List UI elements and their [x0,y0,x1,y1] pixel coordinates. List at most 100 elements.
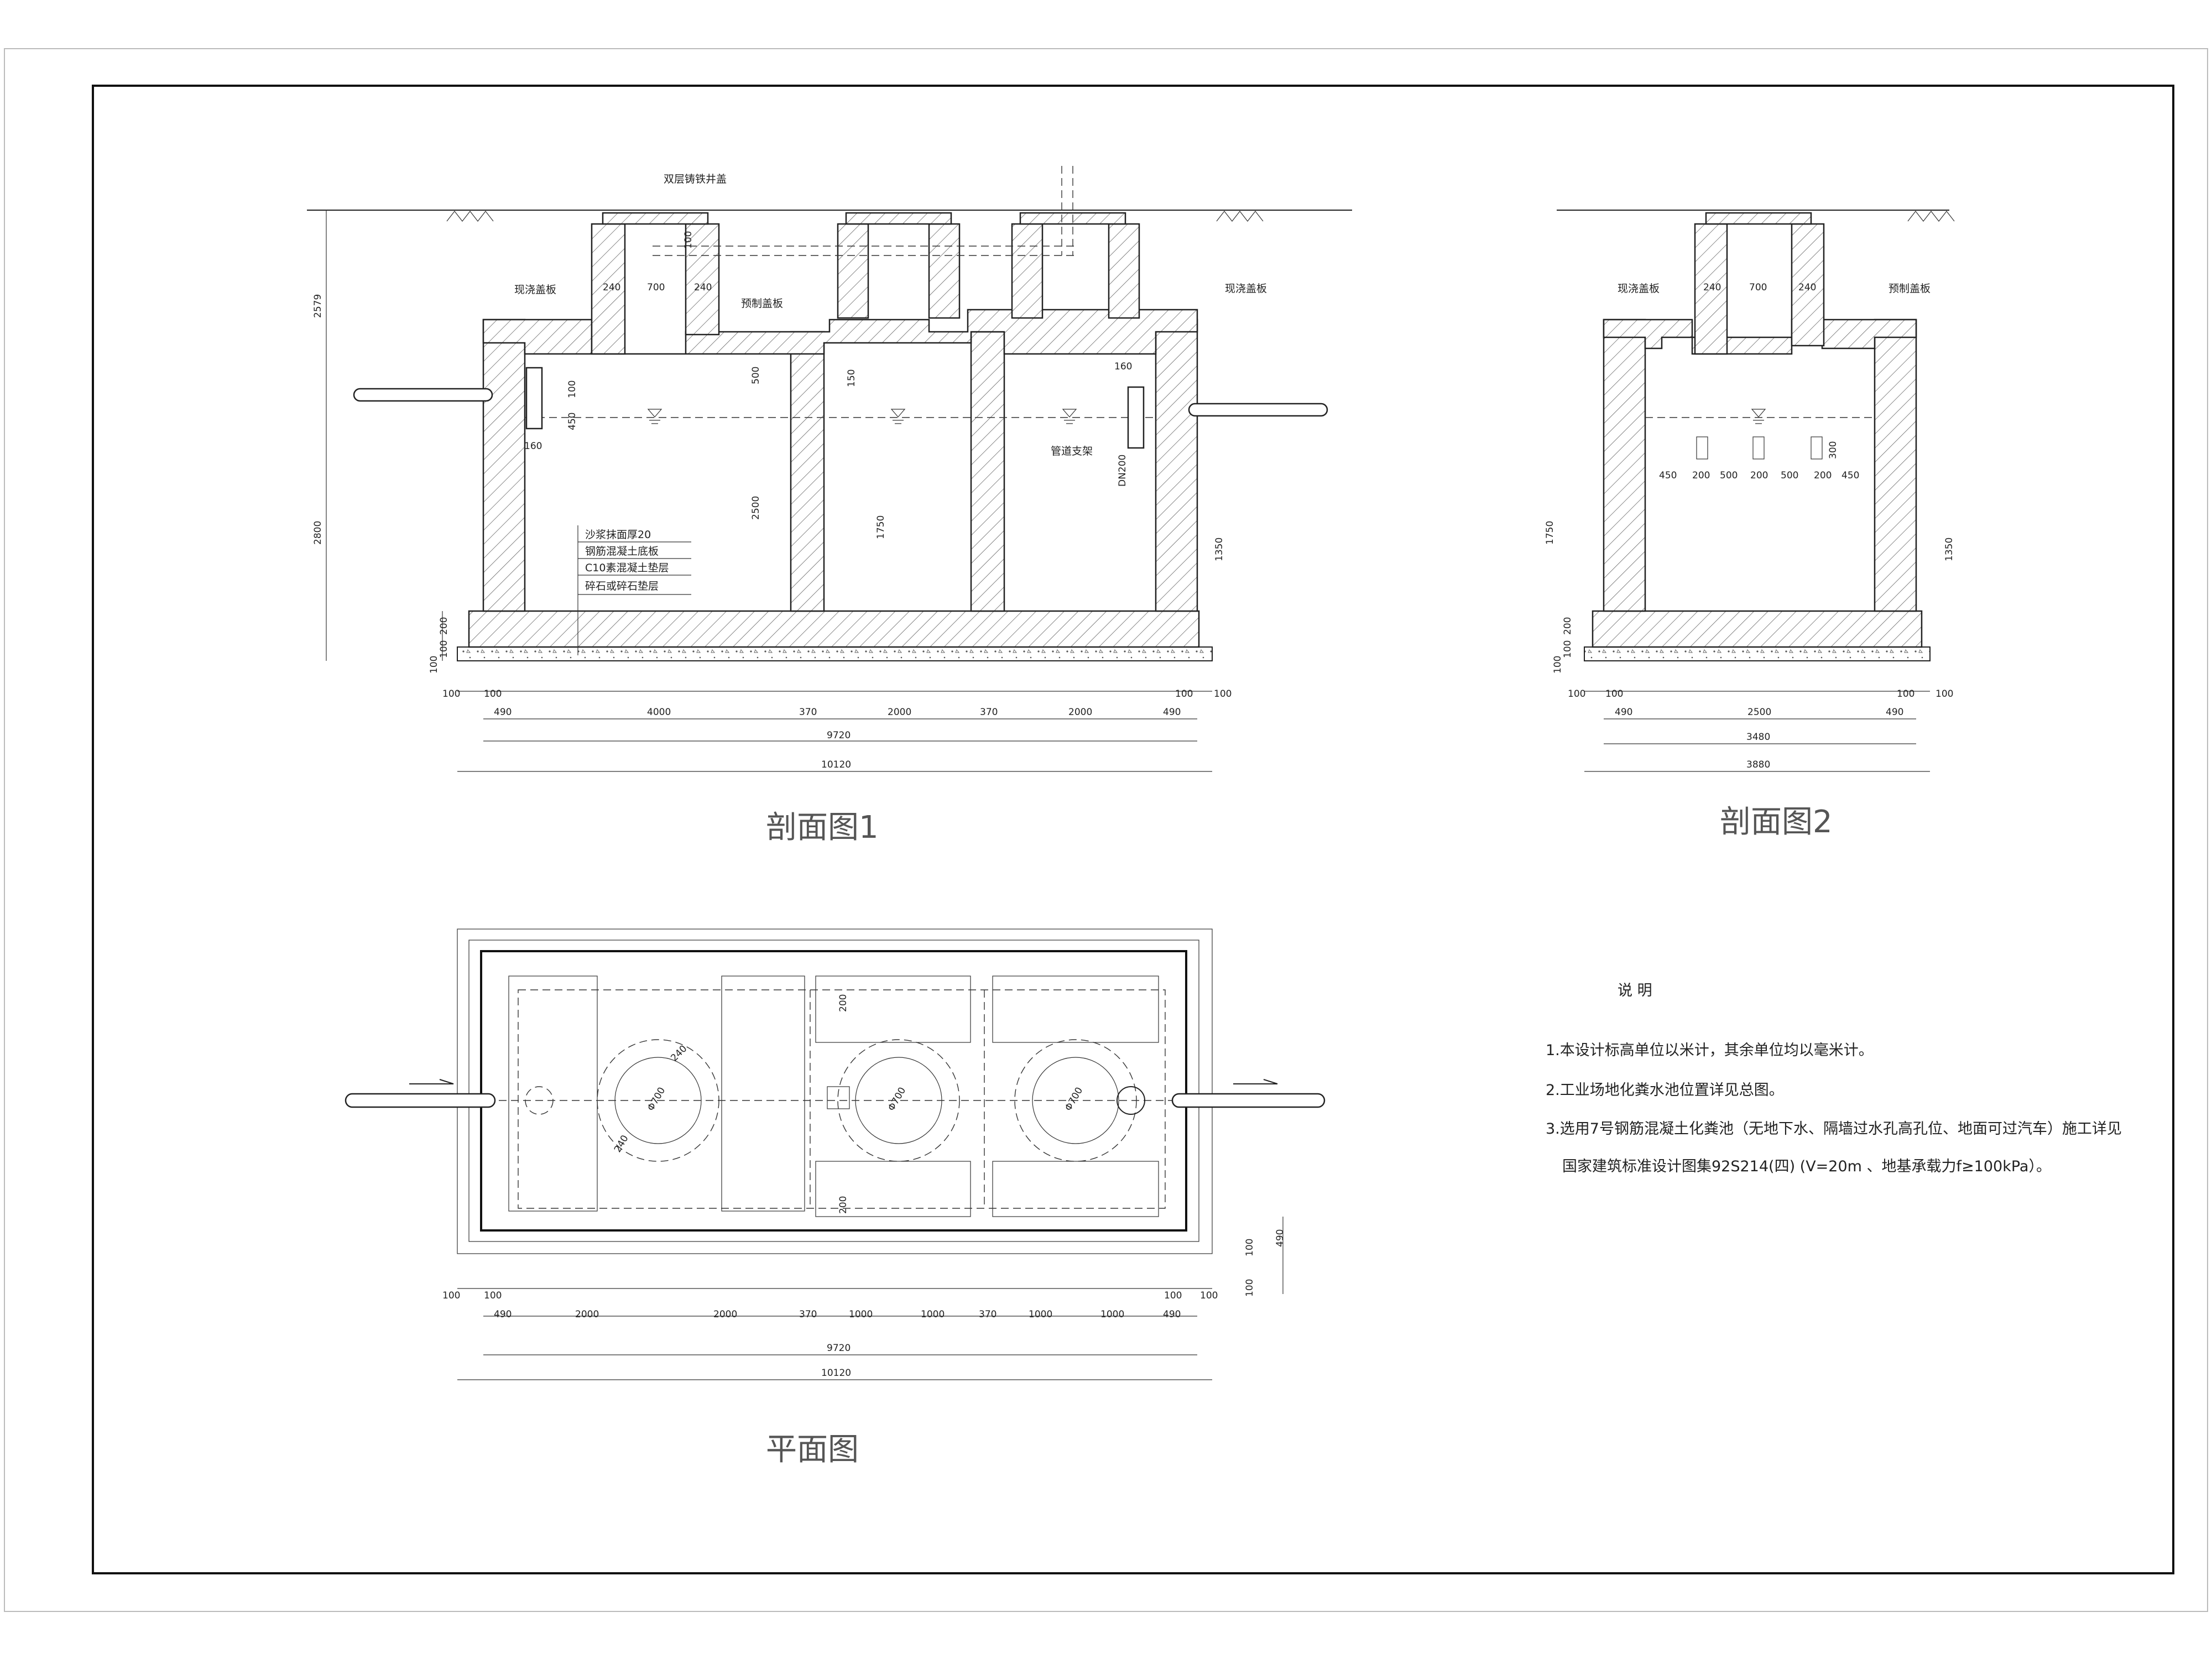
vdim-2579: 2579 [312,294,324,318]
plan-side-100b: 100 [1244,1279,1255,1297]
plan-bdim-r2-9: 1000 [1100,1309,1124,1320]
outlet-pipe [1188,403,1328,417]
vdim-160a: 160 [524,441,542,452]
bdim-r2-5: 370 [980,707,998,718]
vdim-1350: 1350 [1214,538,1225,561]
plan-bdim-r2-5: 1000 [849,1309,873,1320]
legend-row-2: 钢筋混凝土底板 [585,545,659,557]
partition-2 [970,331,1005,612]
vdim-1750: 1750 [875,515,886,539]
inlet-tee [525,367,543,430]
s2-vdim-300: 300 [1828,441,1839,459]
vent-pipe [653,166,1078,256]
hole-1 [1696,436,1708,460]
plan-bdim-r1-b: 100 [484,1290,502,1301]
label-pipe-support: 管道支架 [1051,445,1093,457]
section-1: 双层铸铁井盖 现浇盖板 预制盖板 现浇盖板 管道支架 DN200 沙浆抹面厚20… [307,166,1352,846]
plan-opening-1 [508,975,598,1212]
label-slab-cast-left: 现浇盖板 [514,284,556,296]
plan-side-100a: 100 [1244,1239,1255,1256]
notes: 说 明 1.本设计标高单位以米计，其余单位均以毫米计。 2.工业场地化粪水池位置… [1546,982,2122,1175]
plan-inner-outline [518,989,1166,1209]
s2-bdim-r1-a: 100 [1568,688,1585,700]
water-symbol-2 [890,409,906,424]
earth-symbol-2 [1907,211,1955,222]
plan-bdim-r2-8: 1000 [1029,1309,1052,1320]
water-symbol-2a [1751,409,1766,424]
manhole-cover-2 [845,212,952,225]
s2-bdim-r2-1: 490 [1615,707,1632,718]
s2-hole-1: 450 [1659,470,1677,481]
s2-hole-4: 200 [1750,470,1768,481]
water-symbol-3 [1062,409,1077,424]
s2-hole-7: 450 [1841,470,1859,481]
label-slab-cast-right: 现浇盖板 [1225,283,1267,295]
vdim-200: 200 [439,617,450,635]
s2-bdim-r2-2: 2500 [1747,707,1771,718]
plan-bdim-r2-6: 1000 [921,1309,945,1320]
hole-2 [1752,436,1765,460]
vdim-500: 500 [750,367,761,384]
plan-bdim-r2-1: 490 [494,1309,512,1320]
note-2: 2.工业场地化粪水池位置详见总图。 [1546,1082,1784,1099]
plan-bdim-r1-a: 100 [442,1290,460,1301]
plan-outlet-tee [1117,1086,1145,1115]
vdim-150: 150 [846,369,857,387]
left-wall [482,319,526,612]
plan-bdim-r1-c: 100 [1164,1290,1182,1301]
outlet-tee [1127,386,1145,449]
section-1-title: 剖面图1 [766,810,879,846]
shaft-2-left [837,223,869,319]
label-slab-cast-2: 现浇盖板 [1618,283,1660,295]
s2-vdim-1350: 1350 [1944,538,1955,561]
s2-top-240a: 240 [1703,282,1721,293]
drawing-border [92,85,2174,1574]
plan-bdim-r2-3: 2000 [713,1309,737,1320]
label-slab-precast-2: 预制盖板 [1888,283,1931,295]
s2-bdim-r1-d: 100 [1936,688,1953,700]
label-slab-precast: 预制盖板 [741,298,783,310]
s2-top-240b: 240 [1798,282,1816,293]
plan-bdim-r2-4: 370 [799,1309,817,1320]
plan-opening-6 [992,1161,1159,1217]
plan-opening-5 [992,975,1159,1043]
manhole-cover-2a [1705,212,1812,225]
shaft-3-right [1108,223,1140,319]
water-symbol-1 [647,409,662,424]
plan-title: 平面图 [766,1432,859,1468]
bdim-r1-b: 100 [484,688,502,700]
plan-inner-200a: 200 [838,994,849,1012]
bdim-r2-2: 4000 [647,707,671,718]
manhole-outer-2 [837,1039,960,1162]
s2-hole-6: 200 [1814,470,1832,481]
label-cover: 双层铸铁井盖 [664,173,727,185]
manhole-inner-2 [855,1057,942,1144]
right-wall-2 [1874,319,1917,612]
legend-row-4: 碎石或碎石垫层 [585,580,659,592]
bdim-r1-c: 100 [1175,688,1193,700]
plan-wall-outline [480,950,1187,1232]
bdim-r2-4: 2000 [888,707,911,718]
bdim-r2-1: 490 [494,707,512,718]
manhole-inner-3 [1032,1057,1119,1144]
inlet-pipe [353,388,493,402]
top-dim-240a: 240 [603,282,620,293]
vdim-100a: 100 [439,640,450,658]
shaft-3-left [1011,223,1044,319]
bottom-slab-2 [1592,610,1923,648]
plan-side-490: 490 [1275,1229,1286,1247]
label-dn: DN200 [1117,455,1128,487]
s2-bdim-r1-b: 100 [1605,688,1623,700]
bdim-r1-a: 100 [442,688,460,700]
note-4: 国家建筑标准设计图集92S214(四) (V=20m 、地基承载力f≥100kP… [1562,1158,2051,1175]
plan-outlet-pipe [1171,1093,1326,1108]
partition-1 [790,331,825,612]
outlet-arrow-icon [1233,1079,1278,1084]
s2-vdim-100b: 100 [1552,656,1563,674]
manhole-outer-1 [597,1039,719,1162]
s2-vdim-100a: 100 [1562,640,1573,658]
s2-hole-2: 200 [1692,470,1710,481]
plan-circ-240b: 240 [612,1133,631,1154]
bdim-total-outer: 10120 [821,759,851,770]
